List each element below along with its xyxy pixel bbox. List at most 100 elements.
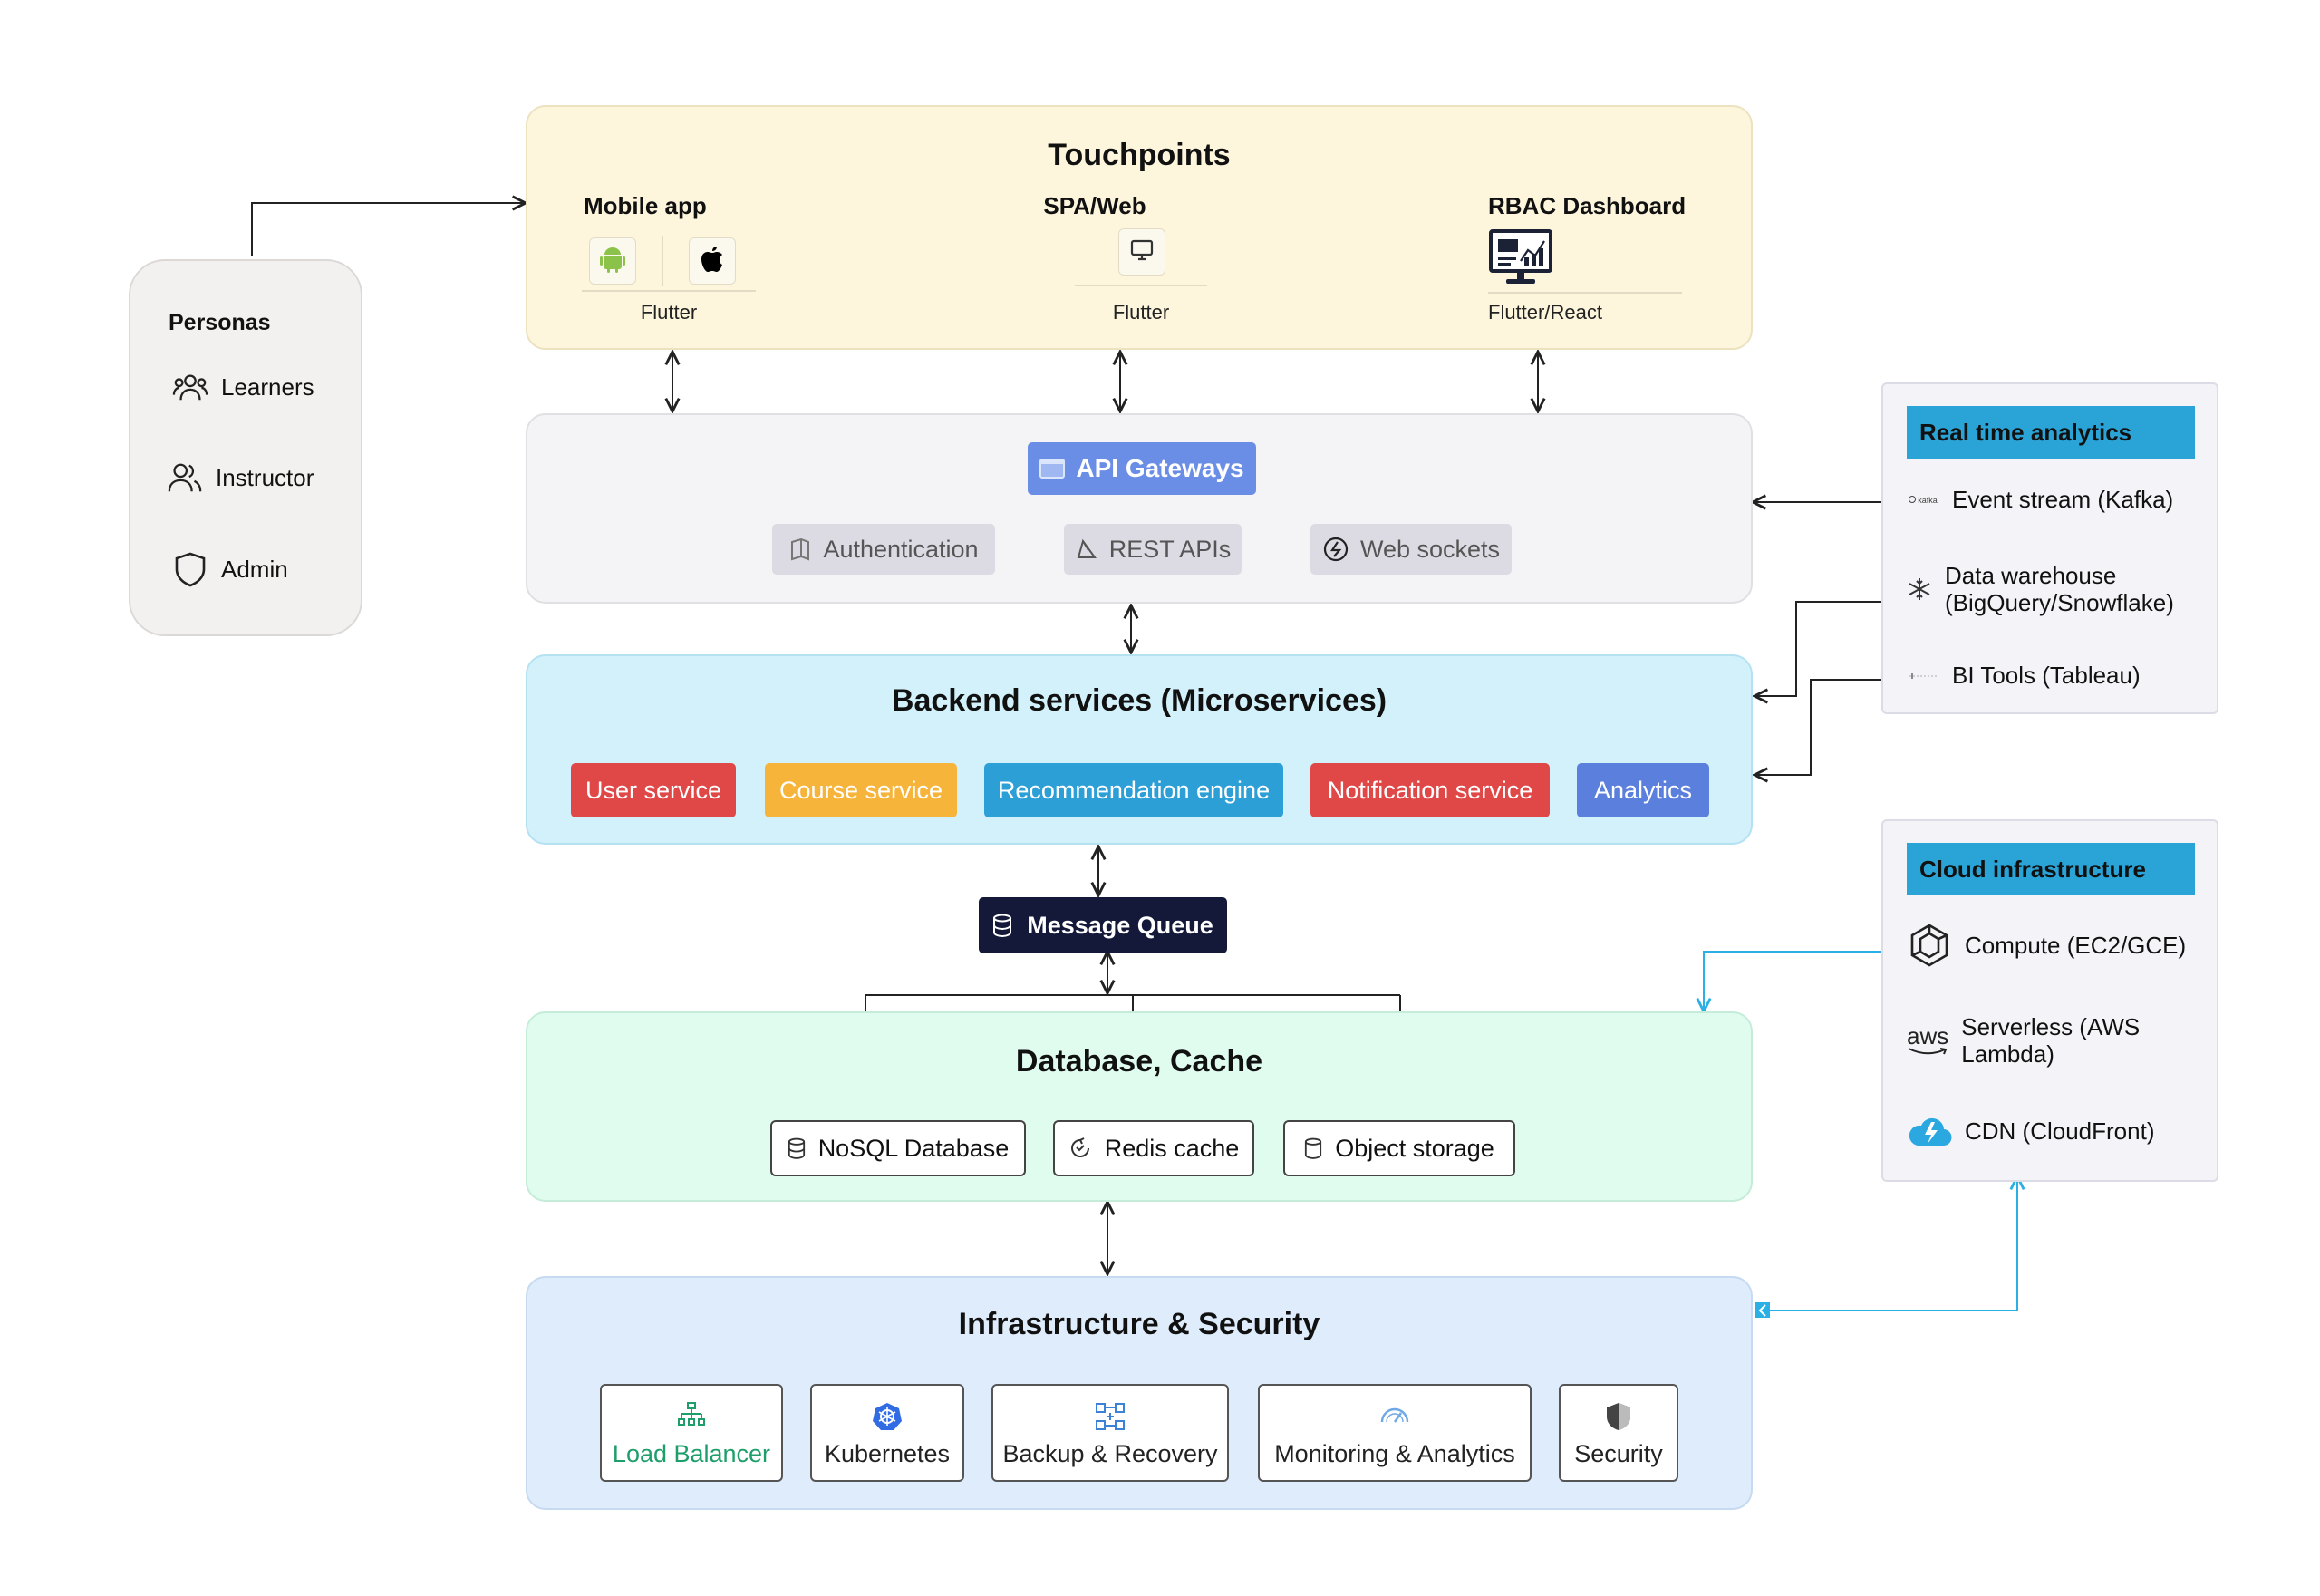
backend-panel: Backend services (Microservices) User se… (526, 654, 1753, 845)
personas-panel: Personas Learners Instructor Admin (129, 259, 362, 636)
object-storage-label: Object storage (1335, 1134, 1494, 1162)
warehouse-backend-arrow (1754, 602, 1901, 696)
nosql-database-label: NoSQL Database (817, 1134, 1010, 1162)
security-label: Security (1574, 1440, 1663, 1467)
mobile-underline (582, 290, 756, 292)
personas-title: Personas (169, 310, 271, 335)
storage-icon (1304, 1137, 1322, 1159)
shield-icon (1561, 1402, 1677, 1431)
backup-recovery-label: Backup & Recovery (1002, 1440, 1218, 1467)
cdn-item[interactable]: CDN (CloudFront) (1907, 1115, 2155, 1147)
shield-icon (172, 551, 208, 587)
users-icon (167, 460, 203, 495)
database-title: Database, Cache (1015, 1044, 1263, 1079)
dashboard-icon[interactable] (1488, 228, 1553, 289)
cloud-infrastructure-header: Cloud infrastructure (1907, 843, 2195, 895)
cdn-infra-link (1762, 1176, 2017, 1311)
database-panel: Database, Cache NoSQL Database Redis cac… (526, 1011, 1753, 1202)
rbac-dashboard-label: RBAC Dashboard (1488, 192, 1687, 219)
compute-item[interactable]: Compute (EC2/GCE) (1907, 923, 2186, 968)
monitor-icon (1130, 239, 1154, 266)
cdn-infra-endpoint (1754, 1302, 1770, 1318)
realtime-analytics-header: Real time analytics (1907, 406, 2195, 459)
compute-label: Compute (EC2/GCE) (1965, 931, 2187, 959)
load-balancer-card[interactable]: Load Balancer (600, 1384, 783, 1482)
platform-divider (662, 236, 663, 286)
android-icon (600, 246, 625, 277)
api-gateways-chip[interactable]: API Gateways (1028, 442, 1256, 495)
message-queue[interactable]: Message Queue (979, 897, 1227, 953)
web-sockets-chip[interactable]: Web sockets (1310, 524, 1512, 575)
authentication-label: Authentication (823, 535, 979, 563)
android-tile[interactable] (589, 237, 636, 285)
analytics-service[interactable]: Analytics (1577, 763, 1709, 817)
compute-icon (1907, 923, 1952, 968)
message-queue-label: Message Queue (1027, 911, 1213, 939)
web-tile[interactable] (1118, 228, 1165, 276)
persona-label: Instructor (216, 463, 314, 491)
cloud-lightning-icon (1907, 1115, 1952, 1147)
web-tech-label: Flutter (1112, 301, 1170, 324)
mobile-tech-label: Flutter (640, 301, 698, 324)
backup-recovery-card[interactable]: Backup & Recovery (991, 1384, 1229, 1482)
persona-label: Admin (221, 555, 288, 583)
web-sockets-label: Web sockets (1359, 535, 1501, 563)
object-storage-box[interactable]: Object storage (1283, 1120, 1515, 1176)
nosql-database-box[interactable]: NoSQL Database (770, 1120, 1026, 1176)
backup-icon (993, 1402, 1227, 1431)
web-underline (1075, 285, 1207, 286)
database-icon (788, 1137, 806, 1159)
backend-title: Backend services (Microservices) (891, 683, 1387, 718)
aws-logo-text: aws (1907, 1022, 1949, 1049)
course-service[interactable]: Course service (765, 763, 957, 817)
compute-db-link (1704, 952, 1896, 1011)
monitoring-analytics-label: Monitoring & Analytics (1274, 1440, 1515, 1467)
kubernetes-icon (812, 1402, 962, 1431)
redis-cache-box[interactable]: Redis cache (1053, 1120, 1254, 1176)
event-stream-label: Event stream (Kafka) (1952, 486, 2174, 513)
rest-apis-chip[interactable]: REST APIs (1064, 524, 1242, 575)
recommendation-engine[interactable]: Recommendation engine (984, 763, 1283, 817)
rbac-underline (1488, 292, 1682, 294)
tableau-icon (1907, 672, 1939, 680)
web-sockets-icon (1322, 536, 1349, 563)
data-warehouse-item[interactable]: Data warehouse (BigQuery/Snowflake) (1907, 562, 2206, 616)
load-balancer-label: Load Balancer (612, 1440, 771, 1467)
kubernetes-card[interactable]: Kubernetes (810, 1384, 964, 1482)
event-stream-item[interactable]: kafka Event stream (Kafka) (1907, 486, 2173, 514)
users-group-icon (172, 370, 208, 404)
persona-learners[interactable]: Learners (172, 370, 314, 404)
security-card[interactable]: Security (1559, 1384, 1678, 1482)
notification-service[interactable]: Notification service (1310, 763, 1550, 817)
network-icon (602, 1402, 781, 1427)
data-warehouse-label: Data warehouse (BigQuery/Snowflake) (1945, 562, 2174, 616)
spa-web-label: SPA/Web (1043, 192, 1146, 219)
persona-label: Learners (221, 372, 314, 401)
user-service[interactable]: User service (571, 763, 736, 817)
bi-tools-label: BI Tools (Tableau) (1952, 662, 2141, 689)
bi-tools-item[interactable]: BI Tools (Tableau) (1907, 662, 2141, 690)
authentication-chip[interactable]: Authentication (772, 524, 995, 575)
cache-icon (1068, 1137, 1092, 1160)
api-icon (1039, 459, 1066, 479)
infrastructure-title: Infrastructure & Security (958, 1307, 1320, 1341)
serverless-label: Serverless (AWS Lambda) (1961, 1013, 2141, 1068)
aws-icon: aws (1907, 1022, 1949, 1056)
bi-backend-arrow (1754, 680, 1901, 775)
cloud-infrastructure-panel: Cloud infrastructure Compute (EC2/GCE) a… (1881, 819, 2218, 1182)
monitoring-analytics-card[interactable]: Monitoring & Analytics (1258, 1384, 1532, 1482)
ios-tile[interactable] (689, 237, 736, 285)
persona-admin[interactable]: Admin (172, 551, 288, 587)
gateway-panel: API Gateways Authentication REST APIs We… (526, 413, 1753, 604)
snowflake-icon (1907, 576, 1932, 602)
serverless-item[interactable]: aws Serverless (AWS Lambda) (1907, 1013, 2206, 1068)
realtime-analytics-panel: Real time analytics kafka Event stream (… (1881, 382, 2218, 714)
kafka-logo-text: kafka (1918, 495, 1938, 505)
cdn-label: CDN (CloudFront) (1965, 1117, 2155, 1145)
touchpoints-title: Touchpoints (1048, 138, 1231, 172)
redis-cache-label: Redis cache (1104, 1134, 1240, 1162)
persona-instructor[interactable]: Instructor (167, 460, 314, 495)
touchpoints-panel: Touchpoints Mobile app Flutter SPA/Web (526, 105, 1753, 350)
apple-icon (701, 246, 723, 276)
rest-apis-icon (1075, 537, 1098, 561)
